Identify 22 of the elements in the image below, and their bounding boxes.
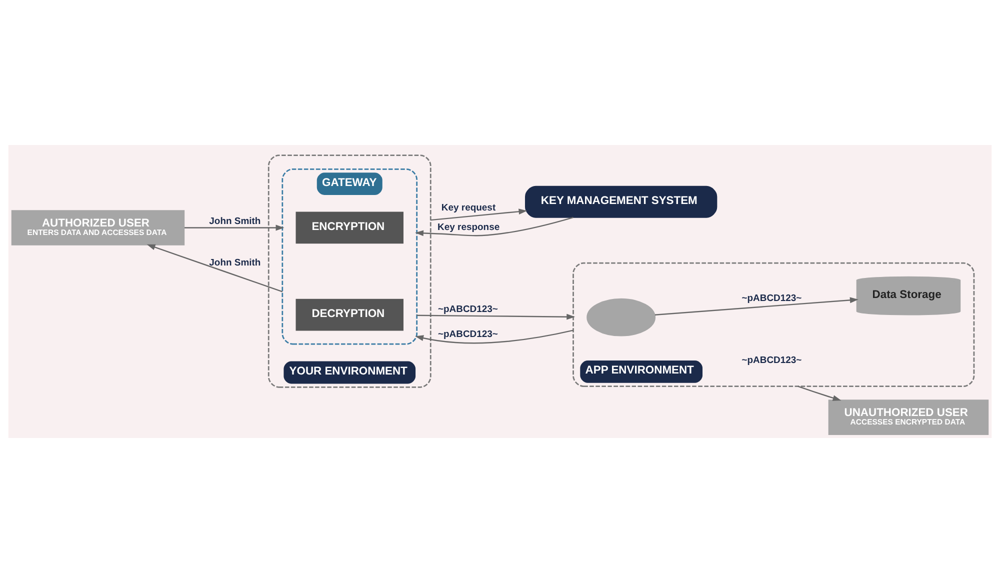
arrow xyxy=(184,224,284,231)
node-box: KEY MANAGEMENT SYSTEM xyxy=(525,186,718,218)
arrow xyxy=(146,244,283,292)
edge-label: ~pABCD123~ xyxy=(438,329,498,340)
edge-label: ~pABCD123~ xyxy=(742,354,802,366)
node-box: DECRYPTION xyxy=(296,298,404,331)
edge-label: John Smith xyxy=(209,257,261,268)
arrow xyxy=(415,330,574,344)
arrow xyxy=(430,208,528,221)
arrow xyxy=(416,314,576,320)
node-box: ENCRYPTION xyxy=(296,212,404,244)
node-cloud xyxy=(586,298,656,336)
arrow xyxy=(654,297,858,316)
edge-label: John Smith xyxy=(209,216,261,228)
arrow xyxy=(415,216,574,236)
node-box: UNAUTHORIZED USER ACCESSES ENCRYPTED DATA xyxy=(828,400,989,435)
edge-label: Key response xyxy=(438,222,500,234)
node-box: AUTHORIZED USER ENTERS DATA AND ACCESSES DATA xyxy=(11,210,185,246)
edge-label: Key request xyxy=(441,202,496,214)
edge-label: ~pABCD123~ xyxy=(438,304,498,316)
edge-label: ~pABCD123~ xyxy=(742,292,802,304)
arrow xyxy=(798,386,842,401)
